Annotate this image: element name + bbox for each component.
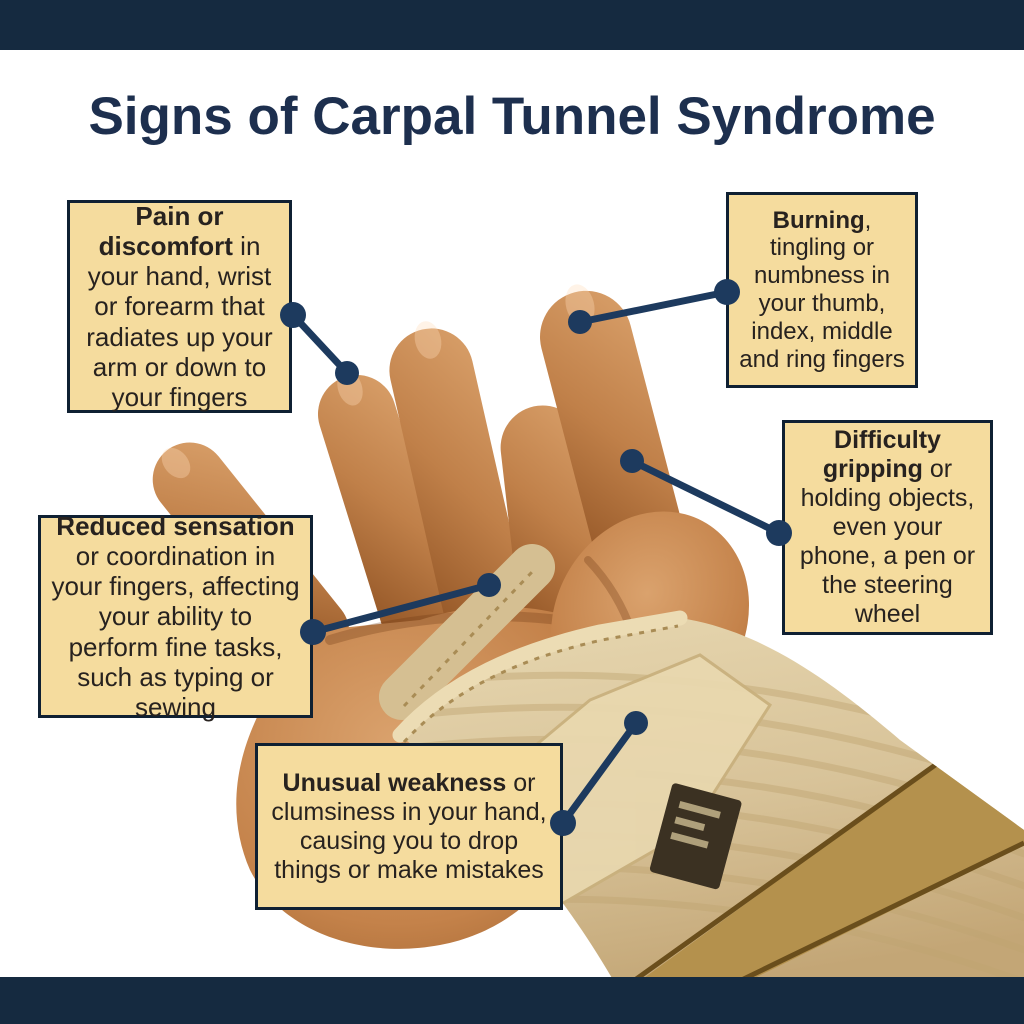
callout-sensation-rest: or coordination in your fingers, affecti…	[51, 541, 300, 722]
callout-gripping-rest: or holding objects, even your phone, a p…	[799, 455, 976, 628]
callout-weakness-rest: or clumsiness in your hand, causing you …	[271, 768, 547, 884]
brace-trim-stitch	[402, 624, 679, 744]
callout-sensation-box: Reduced sensation or coordination in you…	[38, 511, 313, 722]
callout-gripping-text: Difficulty gripping or holding objects, …	[785, 420, 990, 635]
fingertip-highlight	[161, 447, 191, 479]
callout-weakness-box: Unusual weakness or clumsiness in your h…	[255, 743, 563, 910]
callout-sensation-text: Reduced sensation or coordination in you…	[41, 505, 310, 728]
brace-strap-edge	[598, 750, 954, 1008]
callout-pain-lead: Pain or discomfort	[98, 200, 233, 262]
callout-gripping-box: Difficulty gripping or holding objects, …	[782, 420, 993, 635]
brace-label	[649, 783, 742, 890]
callout-burning-box: Burning, tingling or numbness in your th…	[726, 192, 918, 388]
callout-burning-text: Burning, tingling or numbness in your th…	[729, 201, 915, 380]
callout-weakness-lead: Unusual weakness	[282, 768, 507, 797]
callout-burning-rest: , tingling or numbness in your thumb, in…	[739, 206, 905, 373]
callout-pain-text: Pain or discomfort in your hand, wrist o…	[70, 195, 289, 418]
callout-sensation-lead: Reduced sensation	[56, 510, 295, 541]
top-border-bar	[0, 0, 1024, 50]
brace-trim	[392, 610, 688, 743]
brace-strap	[600, 755, 1024, 1010]
bottom-border-bar	[0, 977, 1024, 1024]
callout-weakness-text: Unusual weakness or clumsiness in your h…	[258, 763, 560, 891]
callout-pain-box: Pain or discomfort in your hand, wrist o…	[67, 200, 292, 413]
page-title: Signs of Carpal Tunnel Syndrome	[88, 87, 936, 146]
callout-gripping-lead: Difficulty gripping	[822, 426, 941, 483]
fingertip-highlight	[414, 321, 442, 359]
callout-burning-lead: Burning	[772, 206, 865, 234]
callout-pain-rest: in your hand, wrist or forearm that radi…	[86, 231, 273, 412]
